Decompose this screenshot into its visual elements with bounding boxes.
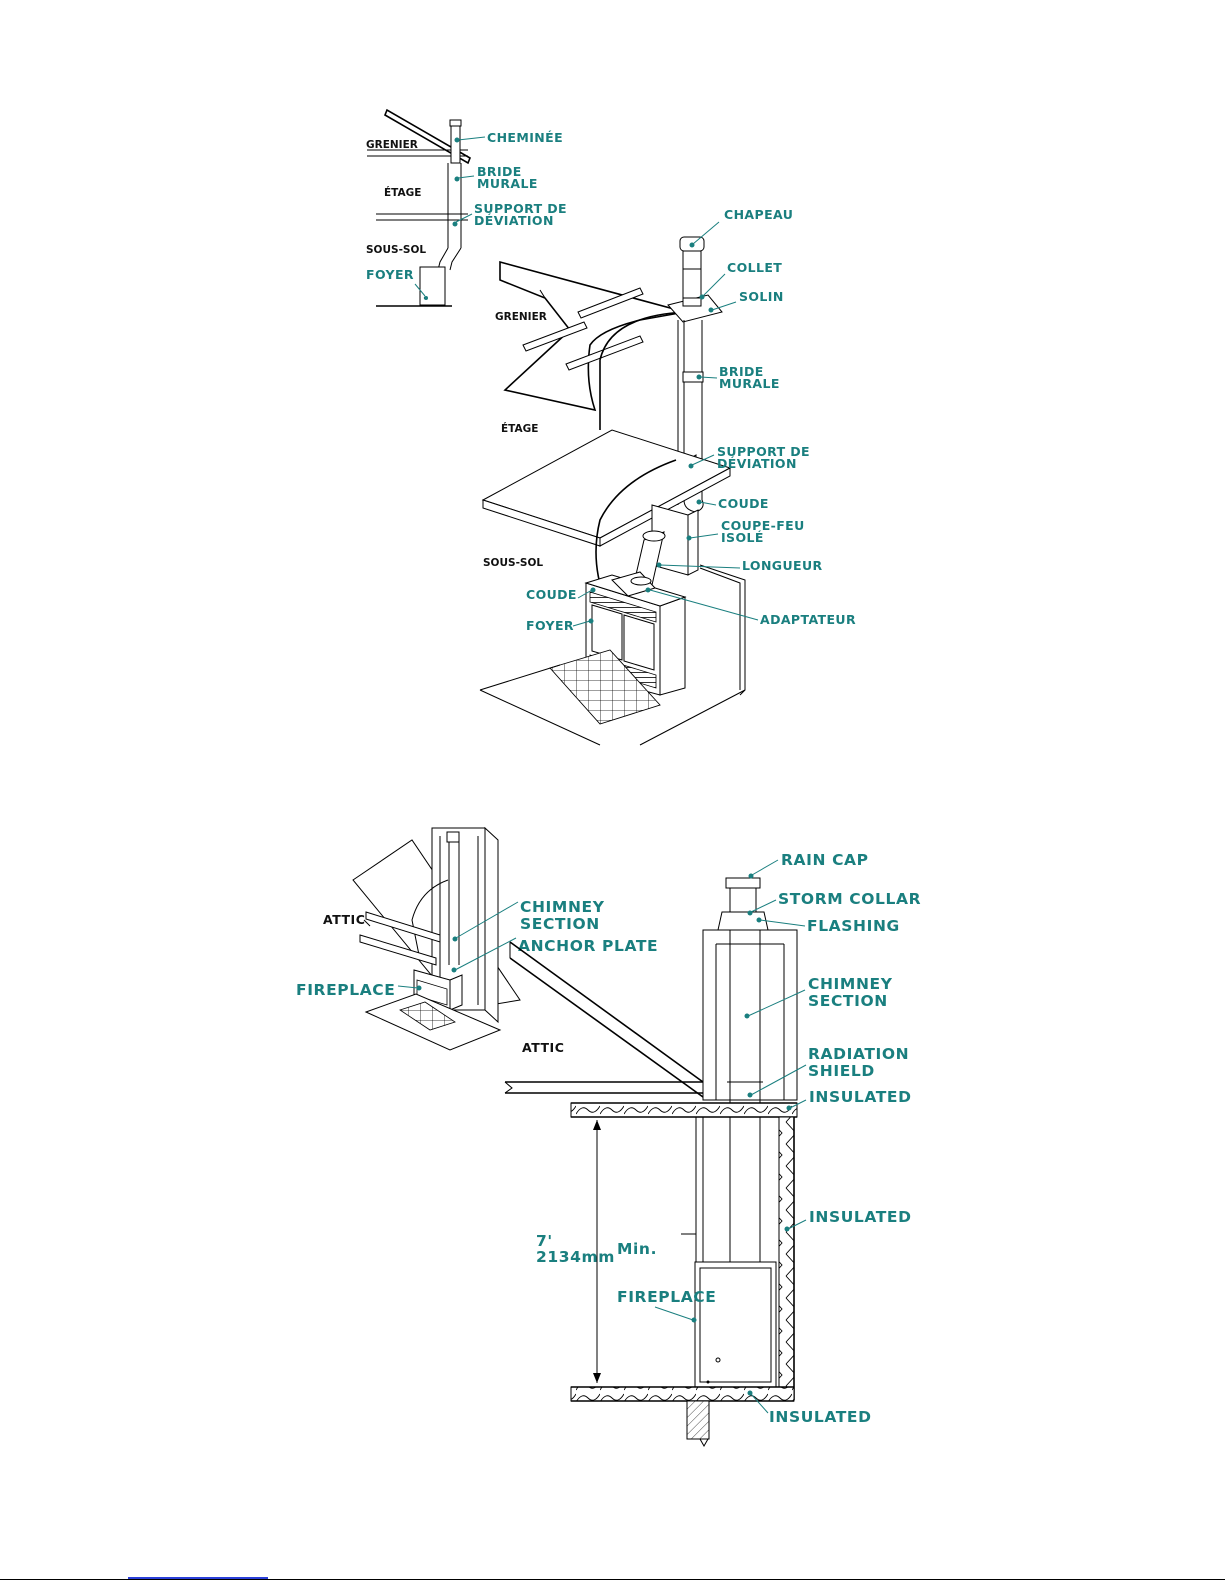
en-main-label-flashing: FLASHING: [807, 917, 900, 935]
en-main-label-insulated-mid: INSULATED: [809, 1208, 912, 1226]
fr-main-label-collet: COLLET: [727, 260, 782, 275]
en-main-label-storm-collar: STORM COLLAR: [778, 890, 921, 908]
fr-main-label-coude-bottom: COUDE: [526, 587, 577, 602]
page-footer-link-underline: [128, 1577, 268, 1579]
en-main-label-chimney-2: SECTION: [808, 992, 888, 1010]
en-inset-drawing: [352, 826, 521, 1051]
fr-main-label-longueur: LONGUEUR: [742, 558, 823, 573]
fr-main-label-foyer: FOYER: [526, 618, 574, 633]
en-main-dimension-min: Min.: [617, 1240, 657, 1258]
fr-main-label-chapeau: CHAPEAU: [724, 207, 793, 222]
fr-inset-label-cheminee: CHEMINÉE: [487, 130, 563, 145]
fr-inset-room-grenier: GRENIER: [366, 139, 418, 151]
en-main-label-chimney-1: CHIMNEY: [808, 975, 893, 993]
en-inset-label-anchor-plate: ANCHOR PLATE: [518, 937, 658, 955]
en-main-label-fireplace: FIREPLACE: [617, 1288, 716, 1306]
fr-main-room-etage: ÉTAGE: [501, 422, 538, 435]
fr-main-label-support-1: SUPPORT DE: [717, 444, 810, 459]
en-main-dimension-feet: 7': [536, 1232, 553, 1250]
en-inset-label-chimney-1: CHIMNEY: [520, 898, 605, 916]
fr-main-label-bride-2: MURALE: [719, 376, 780, 391]
fr-main-label-adaptateur: ADAPTATEUR: [760, 612, 856, 627]
en-main-label-rain-cap: RAIN CAP: [781, 851, 869, 869]
fr-inset-label-bride-1: BRIDE: [477, 164, 522, 179]
fr-inset-label-support-1: SUPPORT DE: [474, 201, 567, 216]
fr-main-label-support-2: DÉVIATION: [717, 456, 797, 471]
en-main-drawing: [504, 859, 807, 1448]
fr-main-label-bride-1: BRIDE: [719, 364, 764, 379]
fr-inset-room-etage: ÉTAGE: [384, 186, 421, 199]
en-inset-room-attic: ATTIC: [323, 912, 365, 927]
fr-inset-drawing: [367, 108, 486, 307]
en-main-label-insulated-top: INSULATED: [809, 1088, 912, 1106]
fr-main-room-grenier: GRENIER: [495, 311, 547, 323]
en-main-room-attic: ATTIC: [522, 1040, 564, 1055]
fr-main-label-coude-top: COUDE: [718, 496, 769, 511]
fr-main-label-coupe-feu-2: ISOLÉ: [721, 530, 764, 545]
fr-main-label-solin: SOLIN: [739, 289, 784, 304]
fr-inset-label-bride-2: MURALE: [477, 176, 538, 191]
fr-main-label-coupe-feu-1: COUPE-FEU: [721, 518, 805, 533]
en-main-label-insulated-bottom: INSULATED: [769, 1408, 872, 1426]
page-footer-rule: [0, 1579, 1225, 1580]
en-inset-label-fireplace: FIREPLACE: [296, 981, 395, 999]
fr-inset-room-sous-sol: SOUS-SOL: [366, 244, 426, 256]
fr-main-room-sous-sol: SOUS-SOL: [483, 557, 543, 569]
fr-inset-label-foyer: FOYER: [366, 267, 414, 282]
fr-inset-label-support-2: DÉVIATION: [474, 213, 554, 228]
en-main-label-radiation-1: RADIATION: [808, 1045, 909, 1063]
en-main-dimension-mm: 2134mm: [536, 1248, 615, 1266]
en-main-label-radiation-2: SHIELD: [808, 1062, 875, 1080]
fr-main-drawing: [479, 221, 759, 746]
en-inset-label-chimney-2: SECTION: [520, 915, 600, 933]
